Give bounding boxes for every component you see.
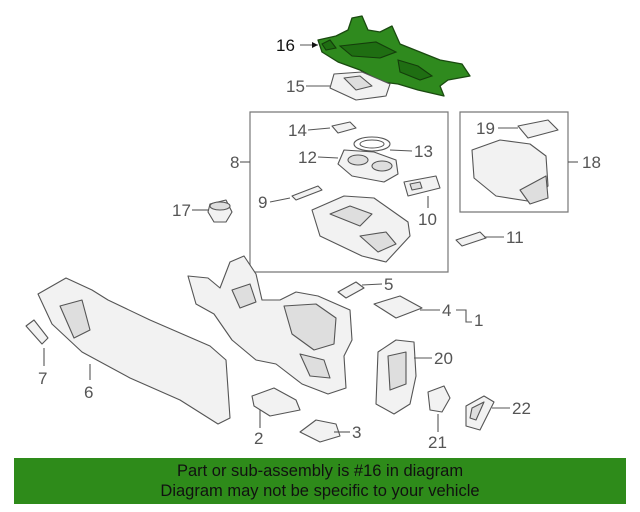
part-7-clip[interactable] [25,319,49,345]
callout-19: 19 [476,119,495,138]
part-6-side-panel[interactable] [37,277,231,425]
part-3-bracket[interactable] [299,419,341,443]
part-15-bezel[interactable] [329,71,391,101]
callout-10: 10 [418,210,437,229]
part-9-strip[interactable] [291,185,323,201]
callout-2: 2 [254,429,263,448]
callout-12: 12 [298,148,317,167]
leader-14 [307,127,331,131]
banner-line-2: Diagram may not be specific to your vehi… [160,482,480,500]
part-5-switch[interactable] [337,281,365,299]
callout-3: 3 [352,423,361,442]
part-11-plate[interactable] [455,231,487,247]
callout-13: 13 [414,142,433,161]
part-12-cup-holder[interactable] [337,149,399,183]
part-8-bin-body[interactable] [311,195,411,263]
callout-22: 22 [512,399,531,418]
part-17-outlet[interactable] [207,199,233,223]
part-20-bezel[interactable] [375,339,417,415]
callout-8: 8 [230,153,239,172]
leader-9 [269,197,291,203]
arrow-16-icon [312,42,318,48]
callout-14: 14 [288,121,307,140]
part-4-mat[interactable] [373,295,423,319]
leader-5 [361,283,383,286]
callout-21: 21 [428,433,447,452]
callout-7: 7 [38,369,47,388]
callout-20: 20 [434,349,453,368]
part-18-armrest[interactable] [471,139,549,205]
callout-6: 6 [84,383,93,402]
part-2-bracket[interactable] [251,387,301,417]
banner-line-1: Part or sub-assembly is #16 in diagram [176,462,464,480]
callout-15: 15 [286,77,305,96]
callout-11: 11 [506,228,524,247]
part-13-ring[interactable] [353,136,391,152]
parts-diagram: 16 15 8 14 13 12 10 9 [25,15,601,452]
leader-1 [456,309,472,323]
callout-9: 9 [258,193,267,212]
part-14-pad[interactable] [331,121,357,134]
leader-12 [317,156,339,159]
part-19-pad[interactable] [517,119,559,139]
callout-5: 5 [384,275,393,294]
callout-16: 16 [276,36,295,55]
part-1-console-bracket[interactable] [187,255,353,395]
part-10-switch[interactable] [403,175,441,197]
callout-1: 1 [474,311,483,330]
part-22-frame[interactable] [465,395,495,431]
callout-17: 17 [172,201,191,220]
leader-13 [389,149,413,152]
part-16-trim-panel[interactable] [317,15,471,97]
callout-18: 18 [582,153,601,172]
part-21-insert[interactable] [427,385,451,413]
info-banner: Part or sub-assembly is #16 in diagram D… [14,458,626,504]
callout-4: 4 [442,301,451,320]
